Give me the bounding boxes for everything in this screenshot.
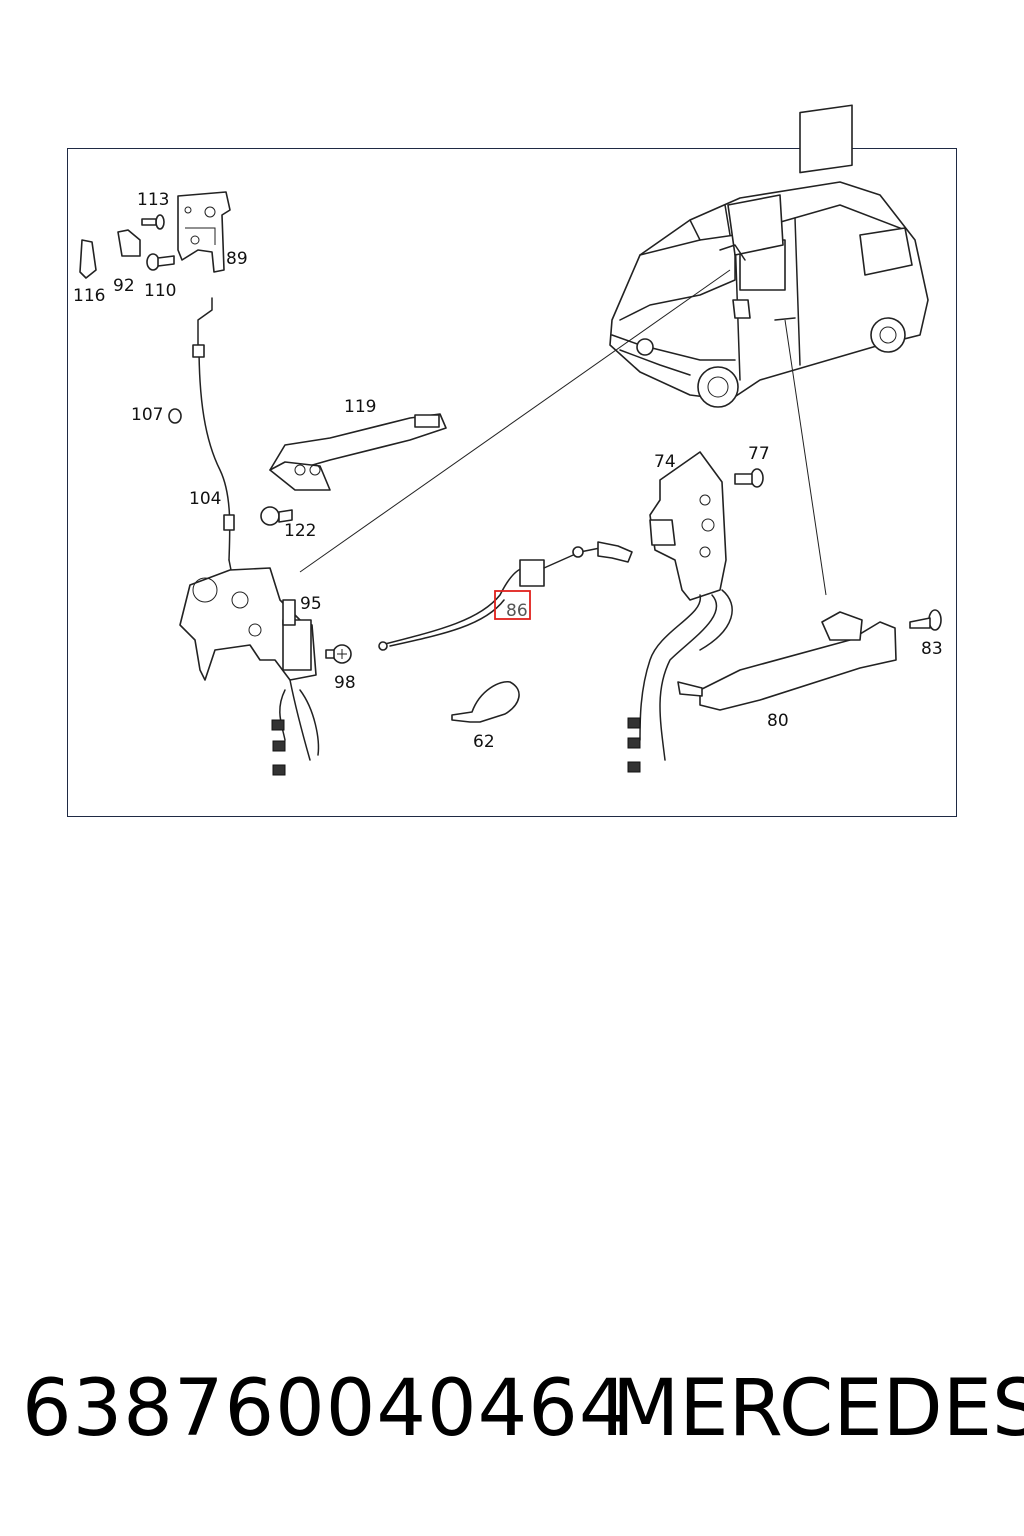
callout-113: 113: [137, 190, 169, 210]
part-86-cable: [378, 541, 633, 651]
brand-name: MERCEDES: [612, 1364, 1024, 1454]
callout-122: 122: [284, 521, 316, 541]
callout-89: 89: [226, 249, 248, 269]
part-110-screw: [146, 253, 175, 271]
callout-74: 74: [654, 452, 676, 472]
part-95-lock: [179, 567, 320, 776]
part-119-handle: [269, 413, 447, 491]
highlight-box: [494, 590, 531, 620]
part-116-clip: [79, 239, 97, 279]
callout-80: 80: [767, 711, 789, 731]
part-62-cable-tie: [451, 681, 520, 723]
part-83-screw: [909, 609, 942, 631]
leader-line-handle: [784, 319, 827, 596]
part-77-screw: [734, 468, 764, 488]
callout-77: 77: [748, 444, 770, 464]
callout-119: 119: [344, 397, 376, 417]
callout-62: 62: [473, 732, 495, 752]
callout-104: 104: [189, 489, 221, 509]
part-113-screw: [141, 214, 165, 230]
callout-86: 86: [506, 601, 528, 621]
part-122-screw: [260, 506, 293, 526]
parts-diagram: 113 89 116 92 110 107 104 119 122 95 98 …: [73, 104, 943, 776]
part-89-plate: [177, 191, 231, 273]
leader-line-door: [299, 269, 731, 573]
diagram-frame: [67, 148, 957, 817]
callout-116: 116: [73, 286, 105, 306]
part-80-handle: [677, 611, 897, 711]
part-number: 63876004046​4: [22, 1364, 630, 1454]
callout-110: 110: [144, 281, 176, 301]
part-104-cable: [192, 297, 235, 576]
part-92-bracket: [117, 229, 141, 257]
callout-83: 83: [921, 639, 943, 659]
callout-92: 92: [113, 276, 135, 296]
van-illustration: [609, 104, 929, 408]
part-98-screw: [325, 644, 352, 664]
callout-107: 107: [131, 405, 163, 425]
part-74-latch: [627, 451, 733, 773]
callout-98: 98: [334, 673, 356, 693]
part-107-clip: [168, 408, 182, 424]
callout-95: 95: [300, 594, 322, 614]
